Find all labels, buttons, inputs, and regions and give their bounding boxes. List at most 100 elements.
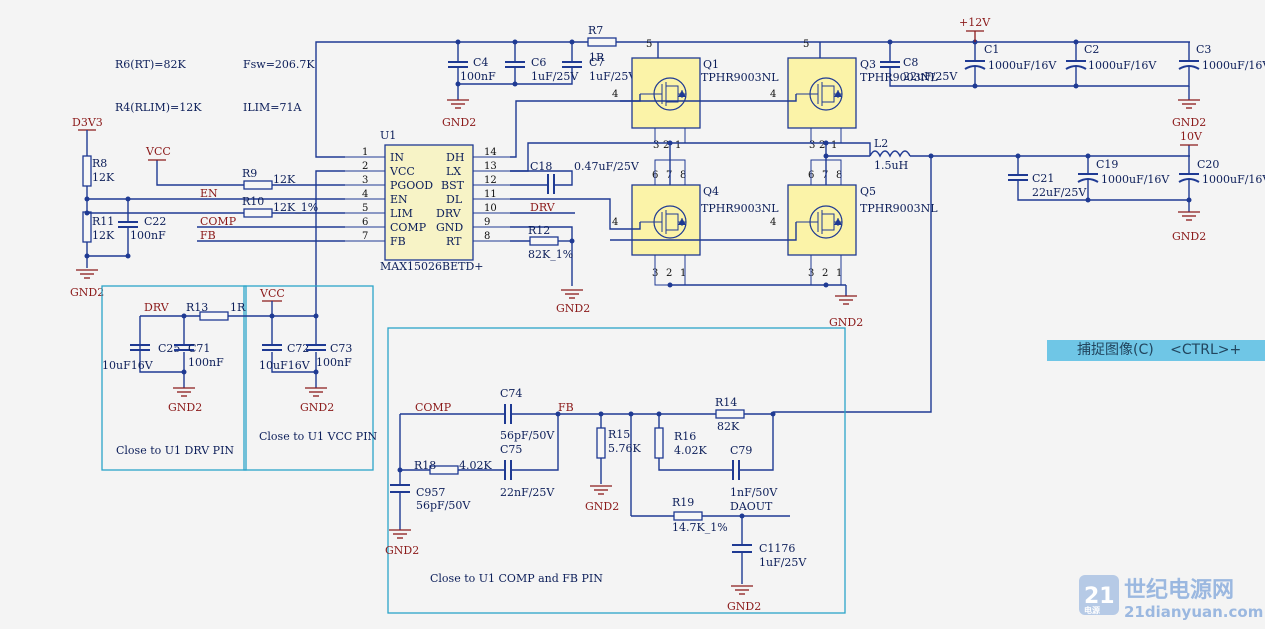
l2-value: 1.5uH (874, 159, 908, 172)
gnd-label: GND2 (829, 316, 863, 329)
c18-value: 0.47uF/25V (574, 160, 640, 173)
gnd-label: GND2 (585, 500, 619, 513)
u1-pin-name: DRV (436, 207, 462, 220)
r16-resistor[interactable]: R16 4.02K (654, 427, 707, 459)
r14-resistor[interactable]: R14 82K (715, 396, 745, 433)
note-rt: R6(RT)=82K (115, 58, 187, 71)
u1-pin-num: 12 (484, 175, 497, 186)
gnd-label: GND2 (385, 544, 419, 557)
watermark: 21 电源 世纪电源网 21dianyuan.com (1079, 575, 1263, 621)
q1-gate-pin: 4 (612, 89, 618, 100)
r12-resistor[interactable]: R12 82K_1% (528, 224, 573, 261)
c957-capacitor[interactable]: C957 56pF/50V (390, 484, 471, 512)
net-label-en: EN (200, 187, 218, 200)
c79-value: 1nF/50V (730, 486, 778, 499)
c22-capacitor[interactable]: C22 100nF (118, 199, 166, 256)
c19-capacitor[interactable]: C19 1000uF/16V (1077, 158, 1170, 186)
c3-ref: C3 (1196, 43, 1211, 56)
c957-ref: C957 (416, 486, 445, 499)
r15-resistor[interactable]: R15 5.76K (596, 427, 641, 459)
c4-ref: C4 (473, 56, 488, 69)
power-10v: 10V (1180, 130, 1203, 146)
c3-capacitor[interactable]: C3 1000uF/16V (1178, 43, 1265, 72)
u1-pin-num: 2 (362, 161, 368, 172)
u1-ic[interactable]: U1 MAX15026BETD+ 1 2 3 4 5 6 7 IN VCC PG… (345, 129, 510, 273)
c79-capacitor[interactable]: C79 1nF/50V (730, 444, 778, 499)
c1176-ref: C1176 (759, 542, 795, 555)
c75-capacitor[interactable]: C75 22nF/25V (500, 443, 555, 499)
c73-capacitor[interactable]: C73 100nF (306, 342, 352, 369)
c73-value: 100nF (316, 356, 352, 369)
u1-pin-name: BST (441, 179, 465, 192)
q4-pin: 7 (666, 170, 672, 181)
r9-resistor[interactable]: R9 12K (242, 167, 296, 190)
c73-ref: C73 (330, 342, 352, 355)
c25-capacitor[interactable]: C25 10uF16V (102, 342, 180, 372)
c72-capacitor[interactable]: C72 10uF16V (259, 342, 311, 372)
r19-resistor[interactable]: R19 14.7K_1% (672, 496, 728, 534)
output-rail (773, 145, 1192, 413)
c8-capacitor[interactable]: C8 22uF/25V (880, 56, 958, 83)
u1-ref: U1 (380, 129, 396, 142)
mosfet-q5[interactable]: Q5 TPHR9003NL 4 6 7 8 3 2 1 (770, 170, 938, 279)
net-label-vcc: VCC (145, 145, 171, 158)
q3-pin: 2 (819, 140, 825, 151)
mosfet-q3[interactable]: Q3 TPHR9003NL 4 5 3 2 1 (770, 39, 938, 151)
l2-inductor[interactable]: L2 1.5uH (869, 137, 911, 172)
r10-resistor[interactable]: R10 12K_1% (242, 195, 318, 218)
r18-ref: R18 (414, 459, 436, 472)
q5-pin: 1 (836, 268, 842, 279)
r15-ref: R15 (608, 428, 630, 441)
q5-pin: 8 (836, 170, 842, 181)
r7-value: 1R (589, 51, 605, 64)
c7-value: 1uF/25V (589, 70, 637, 83)
r8-ref: R8 (92, 157, 107, 170)
c957-gnd: GND2 (385, 529, 419, 557)
q1-ref: Q1 (703, 58, 719, 71)
watermark-logo-sub: 电源 (1084, 605, 1100, 615)
q4-pin: 1 (680, 268, 686, 279)
net-label-drv: DRV (144, 301, 170, 314)
c71-capacitor[interactable]: C71 100nF (174, 342, 224, 369)
q3-pin: 1 (831, 140, 837, 151)
c21-capacitor[interactable]: C21 22uF/25V (1008, 170, 1087, 199)
c2-value: 1000uF/16V (1088, 59, 1157, 72)
u1-pin-name: IN (390, 151, 404, 164)
u1-pin-num: 9 (484, 217, 490, 228)
c957-value: 56pF/50V (416, 499, 471, 512)
r19-ref: R19 (672, 496, 694, 509)
r7-resistor[interactable]: R7 1R (587, 24, 617, 64)
c1-capacitor[interactable]: C1 1000uF/16V (964, 43, 1057, 72)
r16-value: 4.02K (674, 444, 707, 457)
c20-capacitor[interactable]: C20 1000uF/16V (1178, 158, 1265, 186)
r8-resistor[interactable]: R8 12K (82, 155, 115, 187)
u1-right-pins: 14 13 12 11 10 9 8 DH LX BST DL DRV GND … (436, 147, 510, 248)
mosfet-q1[interactable]: Q1 TPHR9003NL 4 5 3 2 1 (612, 39, 779, 151)
capture-image-button[interactable]: 捕捉图像(C) <CTRL>+ (1047, 340, 1265, 361)
q3-pin: 3 (809, 140, 815, 151)
c7-capacitor[interactable]: C7 1uF/25V (562, 56, 637, 83)
c1176-capacitor[interactable]: C1176 1uF/25V (732, 542, 807, 569)
mosfet-q4[interactable]: Q4 TPHR9003NL 4 6 7 8 3 2 1 (612, 170, 779, 279)
u1-pin-num: 8 (484, 231, 490, 242)
c4-value: 100nF (460, 70, 496, 83)
r18-resistor[interactable]: R18 4.02K (414, 459, 492, 475)
gnd-label: GND2 (1172, 116, 1206, 129)
u1-pin-name: DL (446, 193, 463, 206)
c4-capacitor[interactable]: C4 100nF (448, 56, 496, 83)
r14-value: 82K (717, 420, 740, 433)
c25-ref: C25 (158, 342, 180, 355)
gnd-label: GND2 (1172, 230, 1206, 243)
output-gnd: GND2 (1172, 211, 1206, 243)
c18-capacitor[interactable]: C18 0.47uF/25V (510, 160, 640, 194)
c3-value: 1000uF/16V (1202, 59, 1265, 72)
c74-capacitor[interactable]: C74 56pF/50V (500, 387, 555, 442)
c72-value: 10uF16V (259, 359, 311, 372)
watermark-site: 21dianyuan.com (1124, 603, 1263, 621)
u1-pin-name: COMP (390, 221, 427, 234)
compfb-note-text: Close to U1 COMP and FB PIN (430, 572, 603, 585)
c6-capacitor[interactable]: C6 1uF/25V (505, 56, 579, 83)
c2-capacitor[interactable]: C2 1000uF/16V (1065, 43, 1157, 72)
r11-resistor[interactable]: R11 12K (82, 211, 115, 243)
r13-resistor[interactable]: R13 1R (186, 301, 246, 321)
